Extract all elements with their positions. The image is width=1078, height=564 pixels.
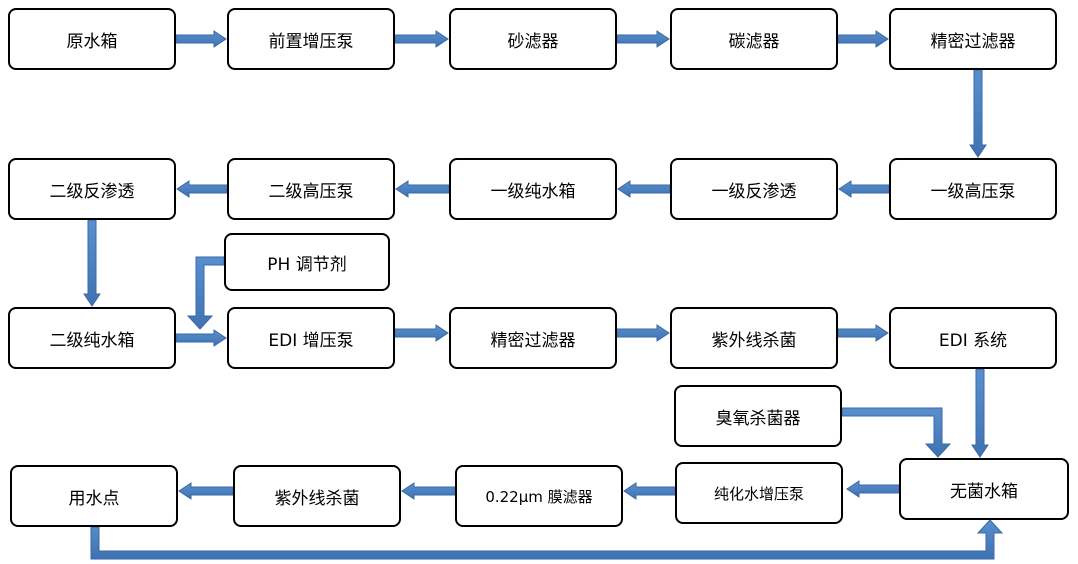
arrow-ph-to-edi-pump — [186, 256, 225, 330]
uv-sterilizer-box-2: 紫外线杀菌 — [233, 465, 401, 527]
arrow-stage2-pump-to-ro — [176, 180, 228, 198]
precision-filter-box-1: 精密过滤器 — [889, 8, 1057, 70]
purified-water-booster-pump-box: 纯化水增压泵 — [675, 462, 843, 524]
arrow-sterile-to-pure-pump — [846, 480, 900, 498]
carbon-filter-box: 碳滤器 — [670, 8, 838, 70]
stage1-ro-box: 一级反渗透 — [670, 158, 838, 220]
arrow-precision-to-uv — [616, 324, 670, 342]
ozone-sterilizer-box: 臭氧杀菌器 — [674, 385, 842, 447]
arrow-sand-to-carbon — [616, 30, 670, 48]
arrow-uv-to-edi-system — [837, 324, 889, 342]
arrow-stage2-ro-to-tank — [83, 219, 101, 307]
arrow-edi-system-to-sterile-tank — [971, 368, 989, 458]
stage1-pure-water-tank-box: 一级纯水箱 — [449, 158, 617, 220]
arrow-membrane-to-uv — [401, 482, 456, 500]
arrow-ozone-to-sterile-tank — [841, 407, 952, 458]
arrow-stage1-ro-to-tank — [617, 180, 671, 198]
stage2-high-pressure-pump-box: 二级高压泵 — [227, 158, 395, 220]
uv-sterilizer-box-1: 紫外线杀菌 — [670, 307, 838, 369]
use-point-box: 用水点 — [10, 465, 178, 527]
arrow-prepump-to-sand — [394, 30, 449, 48]
pre-booster-pump-box: 前置增压泵 — [227, 8, 395, 70]
sterile-water-tank-box: 无菌水箱 — [899, 458, 1069, 520]
arrow-stage2-tank-to-edi-pump — [175, 329, 227, 347]
arrow-stage1-pump-to-ro — [838, 180, 890, 198]
stage2-ro-box: 二级反渗透 — [8, 158, 176, 220]
arrow-edi-pump-to-precision — [394, 324, 449, 342]
ph-adjuster-box: PH 调节剂 — [224, 233, 390, 291]
arrow-pure-pump-to-membrane — [623, 482, 676, 500]
arrow-raw-to-prepump — [175, 30, 227, 48]
stage2-pure-water-tank-box: 二级纯水箱 — [8, 307, 176, 369]
arrow-stage1-tank-to-stage2-pump — [395, 180, 450, 198]
stage1-high-pressure-pump-box: 一级高压泵 — [889, 158, 1057, 220]
membrane-filter-box: 0.22μm 膜滤器 — [455, 465, 623, 527]
arrow-use-point-return-loop — [90, 519, 1004, 560]
arrow-uv-to-use-point — [178, 482, 234, 500]
edi-booster-pump-box: EDI 增压泵 — [227, 307, 395, 369]
precision-filter-box-2: 精密过滤器 — [449, 307, 617, 369]
edi-system-box: EDI 系统 — [889, 307, 1057, 369]
raw-water-tank-box: 原水箱 — [8, 8, 176, 70]
arrow-carbon-to-precision — [837, 30, 889, 48]
arrow-precision-to-stage1-pump — [969, 69, 987, 158]
sand-filter-box: 砂滤器 — [449, 8, 617, 70]
